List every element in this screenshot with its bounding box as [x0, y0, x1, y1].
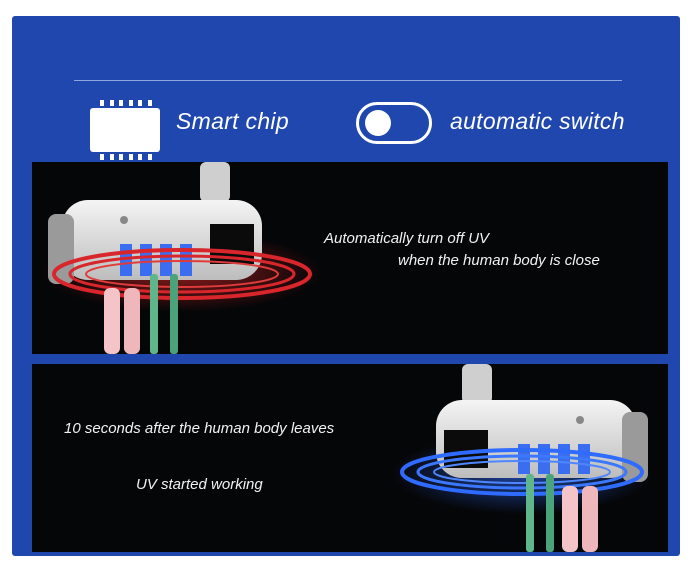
uv-on-line2: UV started working	[136, 476, 263, 493]
toggle-knob	[365, 110, 391, 136]
uv-off-line1: Automatically turn off UV	[324, 230, 490, 247]
dispenser-illustration-blue	[392, 364, 652, 552]
chip-body	[90, 108, 160, 152]
smart-chip-icon	[90, 98, 162, 162]
dispenser-illustration-red	[42, 162, 322, 354]
smart-chip-label: Smart chip	[176, 108, 289, 134]
toggle-switch-icon	[356, 102, 432, 144]
panel-uv-on: 10 seconds after the human body leaves U…	[32, 364, 668, 552]
automatic-switch-label: automatic switch	[450, 108, 625, 134]
chip-pins-top	[100, 100, 152, 106]
promo-frame: Smart chip automatic switch	[12, 16, 680, 556]
uv-on-line1: 10 seconds after the human body leaves	[64, 420, 335, 437]
toggle-track	[356, 102, 432, 144]
uv-off-line2: when the human body is close	[398, 252, 600, 269]
panel-uv-off: Automatically turn off UV when the human…	[32, 162, 668, 354]
chip-pins-bottom	[100, 154, 152, 160]
divider	[74, 80, 622, 81]
